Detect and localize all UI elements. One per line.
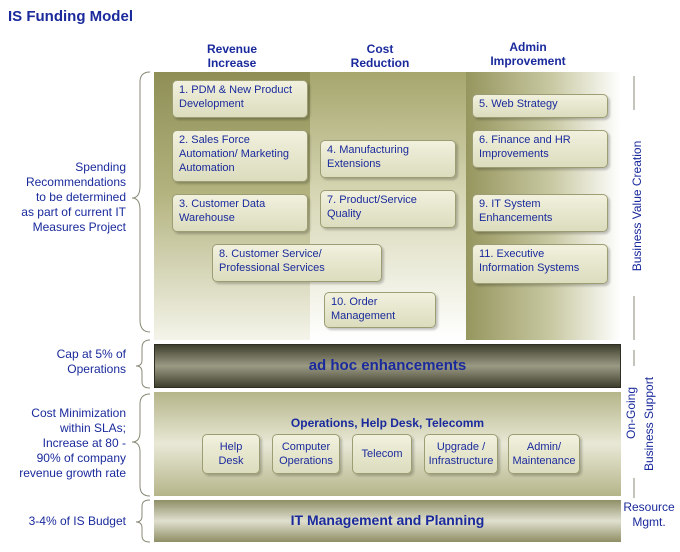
label-business-support: Business Support xyxy=(642,376,656,472)
operations-band-title: Operations, Help Desk, Telecomm xyxy=(290,416,485,430)
ops-box-upgrade-infrastructure: Upgrade / Infrastructure xyxy=(424,434,498,474)
ops-box-admin-maintenance: Admin/ Maintenance xyxy=(508,434,580,474)
ops-box-label: Help Desk xyxy=(218,441,244,467)
project-box-5: 5. Web Strategy xyxy=(472,94,608,118)
label-is-budget: 3-4% of IS Budget xyxy=(28,514,126,528)
it-management-label: IT Management and Planning xyxy=(290,512,485,528)
brace-cap xyxy=(135,339,151,389)
it-management-band: IT Management and Planning xyxy=(154,500,621,542)
label-cap-operations: Cap at 5% of Operations xyxy=(56,347,126,376)
ops-box-label: Computer Operations xyxy=(279,441,333,467)
brace-cost-min xyxy=(131,393,151,497)
project-box-4: 4. Manufacturing Extensions xyxy=(320,140,456,178)
project-box-2: 2. Sales Force Automation/ Marketing Aut… xyxy=(172,130,308,182)
ops-box-label: Telecom xyxy=(361,448,403,460)
brace-budget xyxy=(135,499,151,543)
project-box-3: 3. Customer Data Warehouse xyxy=(172,194,308,232)
column-header-revenue: Revenue Increase xyxy=(206,42,258,70)
right-brackets xyxy=(633,76,635,498)
project-box-11: 11. Executive Information Systems xyxy=(472,244,608,284)
label-spending-recommendations: Spending Recommendations to be determine… xyxy=(21,160,126,234)
project-box-6: 6. Finance and HR Improvements xyxy=(472,130,608,168)
column-header-cost: Cost Reduction xyxy=(350,42,410,70)
ops-box-label: Upgrade / Infrastructure xyxy=(428,441,494,467)
adhoc-enhancements-band: ad hoc enhancements xyxy=(154,344,621,388)
ops-box-computer-operations: Computer Operations xyxy=(272,434,340,474)
project-box-10: 10. Order Management xyxy=(324,292,436,328)
adhoc-enhancements-label: ad hoc enhancements xyxy=(308,357,467,374)
project-box-8: 8. Customer Service/ Professional Servic… xyxy=(212,244,382,282)
ops-box-telecom: Telecom xyxy=(352,434,412,474)
diagram-title: IS Funding Model xyxy=(8,8,133,25)
brace-spending xyxy=(131,71,151,333)
column-header-admin: Admin Improvement xyxy=(490,40,566,68)
ops-box-label: Admin/ Maintenance xyxy=(512,441,576,467)
project-box-7: 7. Product/Service Quality xyxy=(320,190,456,228)
label-business-value-creation: Business Value Creation xyxy=(630,140,644,272)
label-resource-mgmt: Resource Mgmt. xyxy=(623,500,675,529)
project-box-1: 1. PDM & New Product Development xyxy=(172,80,308,118)
project-box-9: 9. IT System Enhancements xyxy=(472,194,608,232)
ops-box-help-desk: Help Desk xyxy=(202,434,260,474)
label-ongoing: On-Going xyxy=(624,386,638,440)
left-braces xyxy=(131,71,151,543)
label-cost-minimization: Cost Minimization within SLAs; Increase … xyxy=(19,406,126,480)
